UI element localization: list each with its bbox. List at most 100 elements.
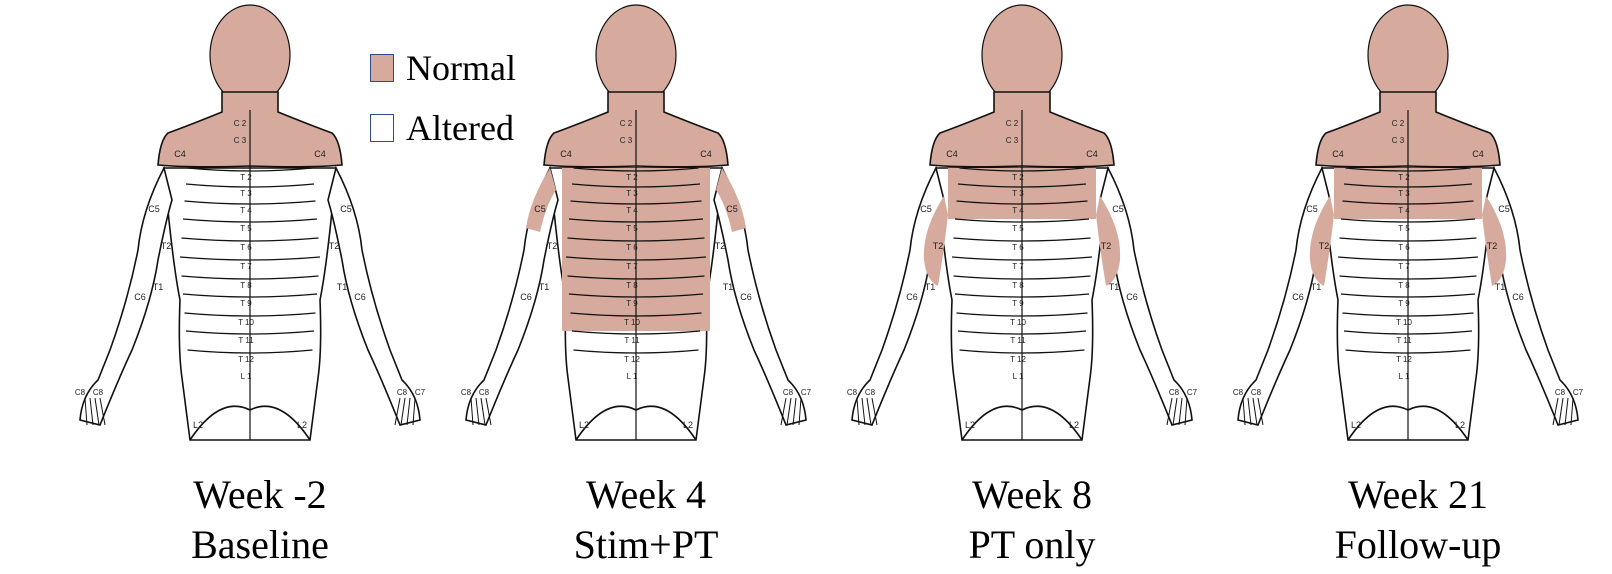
dermatome-label: C5 xyxy=(1112,204,1124,214)
dermatome-label: C4 xyxy=(700,149,712,159)
dermatome-label: T 9 xyxy=(1398,299,1410,308)
dermatome-label: C8 xyxy=(93,388,104,397)
dermatome-label: C 3 xyxy=(1392,136,1405,145)
dermatome-label: C4 xyxy=(314,149,326,159)
dermatome-label: C7 xyxy=(801,388,812,397)
caption-phase: PT only xyxy=(872,520,1192,570)
dermatome-label: L2 xyxy=(965,420,975,430)
dermatome-label: T 7 xyxy=(626,262,638,271)
legend: Normal Altered xyxy=(370,48,516,168)
dermatome-label: T 2 xyxy=(626,173,638,182)
dermatome-label: C5 xyxy=(1498,204,1510,214)
dermatome-label: T1 xyxy=(539,282,550,292)
dermatome-label: T1 xyxy=(1109,282,1120,292)
dermatome-label: L2 xyxy=(1455,420,1465,430)
dermatome-label: T 8 xyxy=(1398,281,1410,290)
dermatome-label: C6 xyxy=(134,292,146,302)
dermatome-label: C 2 xyxy=(620,119,633,128)
dermatome-label: C8 xyxy=(847,388,858,397)
dermatome-label: T1 xyxy=(1311,282,1322,292)
dermatome-label: T 6 xyxy=(240,243,252,252)
dermatome-label: C4 xyxy=(560,149,572,159)
dermatome-label: C8 xyxy=(783,388,794,397)
dermatome-label: T 6 xyxy=(1398,243,1410,252)
dermatome-label: C 3 xyxy=(1006,136,1019,145)
dermatome-label: L2 xyxy=(683,420,693,430)
dermatome-label: C8 xyxy=(1169,388,1180,397)
dermatome-label: T 4 xyxy=(240,206,252,215)
dermatome-label: T 9 xyxy=(240,299,252,308)
dermatome-label: T 5 xyxy=(1012,224,1024,233)
caption-week: Week -2 xyxy=(100,470,420,520)
dermatome-label: T2 xyxy=(1101,241,1112,251)
dermatome-label: T2 xyxy=(547,241,558,251)
dermatome-label: C8 xyxy=(1233,388,1244,397)
dermatome-label: T 7 xyxy=(1012,262,1024,271)
dermatome-label: C6 xyxy=(906,292,918,302)
dermatome-label: L2 xyxy=(1069,420,1079,430)
dermatome-label: T 7 xyxy=(1398,262,1410,271)
dermatome-label: L 1 xyxy=(1399,372,1410,381)
caption-phase: Stim+PT xyxy=(486,520,806,570)
dermatome-label: T 3 xyxy=(1012,189,1024,198)
dermatome-label: T 11 xyxy=(238,336,254,345)
dermatome-label: C5 xyxy=(1306,204,1318,214)
dermatome-label: T 3 xyxy=(1398,189,1410,198)
dermatome-label: L 1 xyxy=(241,372,252,381)
legend-label-altered: Altered xyxy=(406,107,514,149)
caption-panel-3: Week 8 PT only xyxy=(872,470,1192,570)
dermatome-label: C8 xyxy=(1251,388,1262,397)
dermatome-label: T 10 xyxy=(1396,318,1412,327)
dermatome-label: T1 xyxy=(337,282,348,292)
dermatome-label: T 11 xyxy=(624,336,640,345)
dermatome-label: T 3 xyxy=(240,189,252,198)
dermatome-label: T2 xyxy=(933,241,944,251)
dermatome-label: T2 xyxy=(715,241,726,251)
dermatome-label: C5 xyxy=(920,204,932,214)
dermatome-label: T 9 xyxy=(626,299,638,308)
dermatome-label: C6 xyxy=(520,292,532,302)
dermatome-label: C7 xyxy=(1573,388,1584,397)
dermatome-label: T2 xyxy=(1487,241,1498,251)
body-diagram: C 2C 3C4C4C5C5T2T2T1T1C6C6C8C8C8C7T 2T 3… xyxy=(1233,5,1584,440)
dermatome-label: C8 xyxy=(461,388,472,397)
dermatome-label: C 3 xyxy=(234,136,247,145)
dermatome-label: C5 xyxy=(148,204,160,214)
dermatome-label: C5 xyxy=(534,204,546,214)
dermatome-label: T2 xyxy=(329,241,340,251)
legend-swatch-normal xyxy=(370,54,394,82)
head-normal xyxy=(982,5,1062,105)
caption-phase: Follow-up xyxy=(1258,520,1578,570)
dermatome-label: T 10 xyxy=(1010,318,1026,327)
dermatome-label: T1 xyxy=(1495,282,1506,292)
dermatome-label: T 12 xyxy=(624,355,640,364)
dermatome-label: T 5 xyxy=(240,224,252,233)
dermatome-label: T 11 xyxy=(1010,336,1026,345)
caption-panel-2: Week 4 Stim+PT xyxy=(486,470,806,570)
dermatome-label: C 2 xyxy=(1392,119,1405,128)
dermatome-label: T 5 xyxy=(626,224,638,233)
dermatome-label: C8 xyxy=(397,388,408,397)
dermatome-label: L 1 xyxy=(1013,372,1024,381)
head-normal xyxy=(210,5,290,105)
dermatome-label: T 8 xyxy=(1012,281,1024,290)
dermatome-label: C7 xyxy=(415,388,426,397)
dermatome-label: L2 xyxy=(297,420,307,430)
dermatome-label: C8 xyxy=(75,388,86,397)
dermatome-label: T2 xyxy=(1319,241,1330,251)
head-normal xyxy=(596,5,676,105)
dermatome-label: T 11 xyxy=(1396,336,1412,345)
dermatome-label: T 6 xyxy=(626,243,638,252)
dermatome-label: T 7 xyxy=(240,262,252,271)
dermatome-label: T 6 xyxy=(1012,243,1024,252)
caption-panel-4: Week 21 Follow-up xyxy=(1258,470,1578,570)
dermatome-label: C6 xyxy=(1126,292,1138,302)
dermatome-label: T1 xyxy=(925,282,936,292)
dermatome-label: T 12 xyxy=(1010,355,1026,364)
dermatome-label: C5 xyxy=(340,204,352,214)
dermatome-label: C4 xyxy=(174,149,186,159)
dermatome-label: T 4 xyxy=(626,206,638,215)
dermatome-label: C6 xyxy=(1512,292,1524,302)
dermatome-label: T 3 xyxy=(626,189,638,198)
dermatome-label: T 9 xyxy=(1012,299,1024,308)
